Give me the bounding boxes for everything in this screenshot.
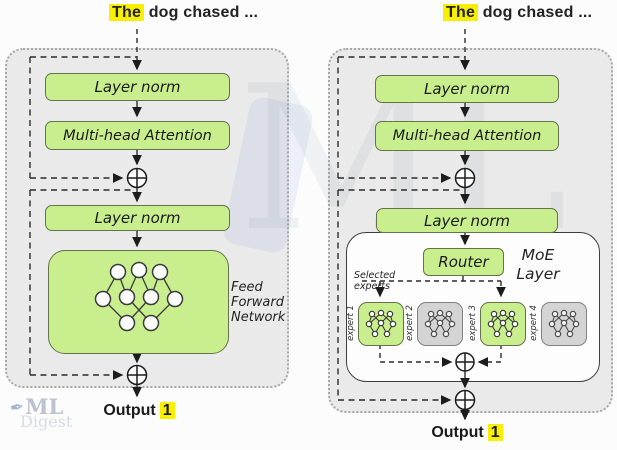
- attention-box: Multi-head Attention: [375, 121, 559, 151]
- expert-box-2: [417, 302, 463, 346]
- feed-forward-box: [48, 250, 229, 354]
- expert-box-1: [358, 302, 404, 346]
- expert-label: expert 4: [529, 305, 539, 341]
- ml-digest-logo: ✒ ML Digest: [8, 394, 73, 431]
- logo-title: ML: [25, 394, 64, 419]
- expert-network-icon: [487, 309, 519, 338]
- moe-layer-label: MoE Layer: [516, 246, 560, 283]
- output-label: Output: [431, 424, 484, 441]
- router-box: Router: [423, 248, 504, 276]
- highlighted-token: The: [109, 4, 145, 21]
- expert-network-icon: [365, 309, 397, 338]
- expert-box-4: [541, 302, 587, 346]
- highlighted-token: The: [443, 4, 479, 21]
- expert-network-icon: [548, 309, 580, 338]
- layer-norm-box: Layer norm: [45, 205, 230, 231]
- input-sentence-left: The dog chased ...: [109, 4, 258, 22]
- neural-network-icon: [94, 261, 183, 332]
- output-token: 1: [487, 424, 503, 441]
- expert-label: expert 2: [405, 305, 415, 341]
- expert-label: expert 1: [346, 305, 356, 341]
- expert-network-icon: [424, 309, 456, 338]
- attention-box: Multi-head Attention: [45, 121, 230, 150]
- input-sentence-right: The dog chased ...: [443, 4, 592, 22]
- output-label: Output: [103, 402, 156, 419]
- expert-label: expert 3: [468, 305, 478, 341]
- quill-icon: ✒: [8, 397, 26, 419]
- logo-subtitle: Digest: [20, 412, 73, 431]
- sentence-rest: dog chased ...: [144, 4, 259, 21]
- layer-norm-box: Layer norm: [376, 208, 558, 233]
- layer-norm-box: Layer norm: [375, 75, 559, 103]
- expert-box-3: [480, 302, 526, 346]
- sentence-rest: dog chased ...: [478, 4, 593, 21]
- layer-norm-box: Layer norm: [45, 73, 230, 101]
- output-token: 1: [159, 402, 175, 419]
- ffn-label: Feed Forward Network: [231, 280, 286, 325]
- selected-experts-label: Selected experts: [354, 270, 396, 292]
